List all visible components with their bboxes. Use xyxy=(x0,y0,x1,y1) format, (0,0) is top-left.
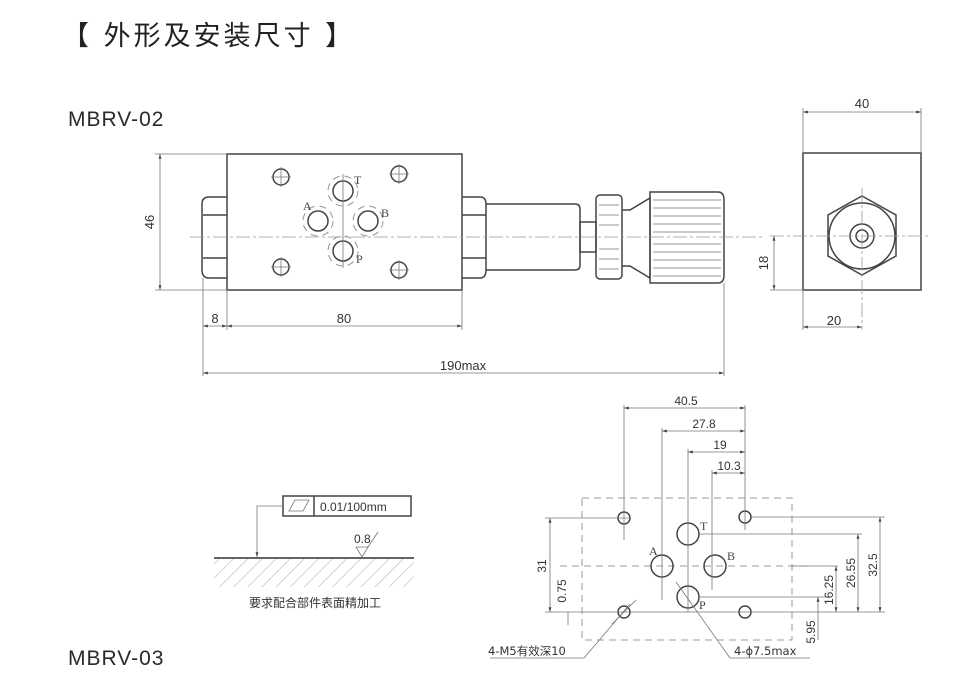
dim-side-18: 18 xyxy=(756,256,771,270)
valve-body xyxy=(226,153,463,291)
port-label-p: P xyxy=(356,252,363,266)
front-dimensions xyxy=(155,153,725,376)
knob-taper xyxy=(622,196,651,280)
model-label-mbrv-02: MBRV-02 xyxy=(68,108,165,131)
dim-32-5: 32.5 xyxy=(866,553,880,577)
bolt-holes xyxy=(271,164,409,280)
surface-hatch xyxy=(214,559,414,587)
dim-10-3: 10.3 xyxy=(717,459,741,473)
port-label-a: A xyxy=(303,199,312,213)
flatness-icon xyxy=(288,499,310,512)
port-diameter-callout: 4-ϕ7.5max xyxy=(734,644,797,658)
dim-27-8: 27.8 xyxy=(692,417,716,431)
surface-note: 要求配合部件表面精加工 xyxy=(249,595,381,610)
mounting-outline xyxy=(581,497,793,641)
roughness-icon xyxy=(355,546,369,558)
dim-0-75: 0.75 xyxy=(555,579,569,603)
mp-port-label-b: B xyxy=(727,549,735,563)
dim-body-80: 80 xyxy=(337,311,351,326)
dim-side-width-40: 40 xyxy=(855,96,869,111)
dim-40-5: 40.5 xyxy=(674,394,698,408)
model-label-mbrv-03: MBRV-03 xyxy=(68,647,165,670)
dim-26-55: 26.55 xyxy=(844,558,858,588)
dim-16-25: 16.25 xyxy=(822,575,836,605)
dim-5-95: 5.95 xyxy=(804,620,818,644)
dim-19: 19 xyxy=(713,438,727,452)
mp-port-label-p: P xyxy=(699,598,706,612)
mounting-pattern xyxy=(490,405,885,659)
surface-spec xyxy=(214,495,414,587)
front-view: T A B P 46 8 80 190max xyxy=(142,153,765,376)
dim-overall-190max: 190max xyxy=(440,358,487,373)
dim-side-20: 20 xyxy=(827,313,841,328)
dim-31: 31 xyxy=(535,559,549,573)
section-title: 【 外形及安装尺寸 】 xyxy=(62,21,356,52)
flatness-value: 0.01/100mm xyxy=(320,500,387,514)
side-view xyxy=(770,108,928,330)
dim-nut-8: 8 xyxy=(211,311,218,326)
mp-port-label-a: A xyxy=(649,544,658,558)
ports-front xyxy=(302,174,384,268)
adjust-knob xyxy=(649,191,725,284)
port-label-b: B xyxy=(381,206,389,220)
mp-port-label-t: T xyxy=(700,519,708,533)
port-label-t: T xyxy=(354,173,362,187)
roughness-value: 0.8 xyxy=(354,532,371,546)
right-hex-nut xyxy=(462,196,487,279)
left-hex-nut xyxy=(201,196,227,279)
dim-height-46: 46 xyxy=(142,215,157,229)
thread-callout: 4-M5有效深10 xyxy=(488,644,566,658)
